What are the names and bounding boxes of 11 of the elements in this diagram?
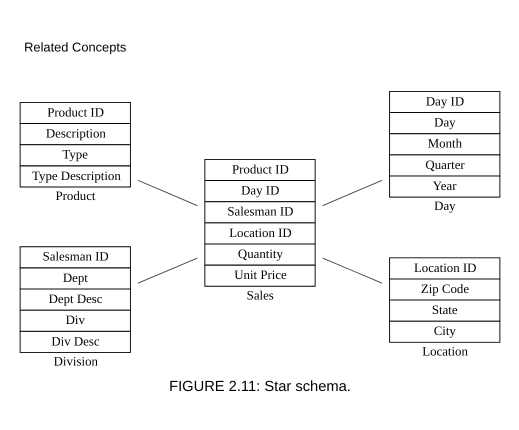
node-label: Product	[54, 188, 96, 203]
connector	[136, 257, 198, 284]
label: Related Concepts	[24, 39, 126, 54]
node-label: Division	[53, 354, 98, 368]
connector	[322, 257, 382, 284]
node-label: Day	[434, 198, 456, 213]
node-label: Sales	[246, 288, 274, 302]
connector	[136, 179, 198, 206]
caption: FIGURE 2.11: Star schema.	[168, 378, 350, 394]
connector	[322, 179, 382, 206]
node-label: Location	[422, 344, 468, 358]
